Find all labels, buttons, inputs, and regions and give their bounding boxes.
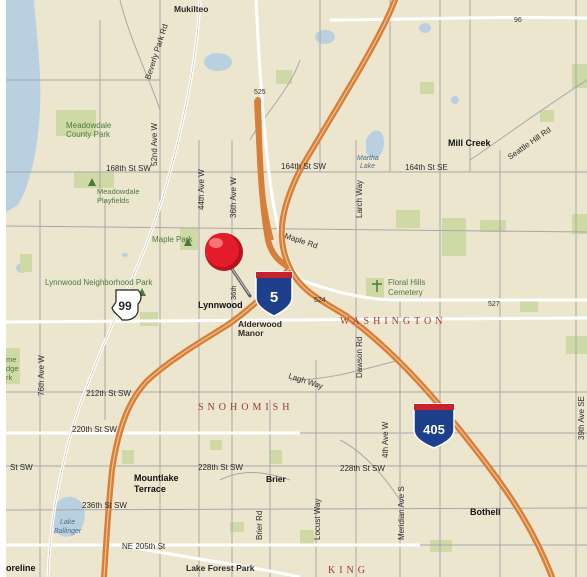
road-label-164th-st-sw: 164th St SW [281,162,326,171]
road-label-168th-st-sw: 168th St SW [106,164,151,173]
road-label-st-sw-left: St SW [10,463,33,472]
road-label-39th-ave-se: 39th Ave SE [577,396,586,440]
highway-525 [254,99,274,241]
land-background [6,0,587,577]
water-label-lake-ballinger-1: Lake [60,519,75,526]
arterial-roads-outline [47,0,201,577]
park-label-meadowdale-playfields-2: Playfields [97,196,129,205]
place-label-mill-creek: Mill Creek [448,138,492,148]
road-label-44th-ave-w: 44th Ave W [197,169,206,210]
interstate-5-number: 5 [270,289,278,306]
route-label-524-a: 524 [314,297,326,304]
region-label-washington: WASHINGTON [340,316,446,327]
lake-north [204,53,232,71]
park-label-meadowdale-county-park-1: Meadowdale [66,121,112,130]
road-label-ne-205th-st: NE 205th St [122,542,166,551]
map-pin-icon[interactable] [205,233,252,298]
road-label-212th-st-sw: 212th St SW [86,389,131,398]
lake-mill [451,96,459,104]
park-label-floral-hills-2: Cemetery [388,288,423,297]
road-label-meridian-ave-s: Meridian Ave S [397,486,406,540]
park-label-meadowdale-county-park-2: County Park [66,130,111,139]
park-areas [6,64,587,552]
park-label-lynnwood-neighborhood-park: Lynnwood Neighborhood Park [45,278,153,287]
place-label-lake-forest-park: Lake Forest Park [186,563,255,573]
region-label-snohomish: SNOHOMISH [198,402,293,413]
park-label-maple-park: Maple Park [152,235,193,244]
interstate-405-shield-icon[interactable]: 405 [413,403,455,449]
route-label-527: 527 [488,301,500,308]
park-label-floral-hills-1: Floral Hills [388,278,425,287]
place-label-lynnwood: Lynnwood [198,300,243,310]
lake-ne [315,30,335,44]
water-label-lake-ballinger-2: Ballinger [54,528,82,535]
road-label-76th-ave-w: 76th Ave W [37,355,46,396]
park-label-meadowdale-playfields-1: Meadowdale [97,187,140,196]
region-label-king: KING [328,565,369,576]
park-label-edge-2: dge [6,364,19,373]
route-label-525: 525 [254,89,266,96]
lake-small [122,253,128,257]
road-label-228th-st-sw: 228th St SW [198,463,243,472]
lake-ballinger-water [52,496,85,537]
road-label-236th-st-sw: 236th St SW [82,501,127,510]
place-label-shoreline: oreline [6,563,36,573]
road-label-220th-st-sw: 220th St SW [72,425,117,434]
cemetery-cross-icon [372,280,382,292]
highway-centerline [103,0,553,577]
lake-north2 [419,23,431,33]
water-label-martha-lake-1: Martha [357,155,379,162]
martha-lake-water [366,130,384,159]
place-label-brier: Brier [266,474,287,484]
road-label-dawson-rd: Dawson Rd [355,337,364,378]
place-label-manor: Manor [238,328,264,338]
road-label-larch-way: Larch Way [355,180,364,218]
road-label-brier-rd: Brier Rd [255,511,264,540]
place-label-bothell: Bothell [470,507,501,517]
state-route-99-number: 99 [118,299,132,313]
road-label-36th-ave-w: 36th Ave W [229,177,238,218]
place-label-alderwood: Alderwood [238,319,282,329]
route-label-524-b: 524 [220,340,232,347]
puget-sound-water [6,0,41,212]
route-label-96: 96 [514,17,522,24]
water-label-martha-lake-2: Lake [360,163,375,170]
road-label-4th-ave-w: 4th Ave W [381,421,390,458]
road-label-52nd-ave-w: 52nd Ave W [150,123,159,166]
road-label-228th-st-sw-east: 228th St SW [340,464,385,473]
place-label-terrace: Terrace [134,484,166,494]
place-label-mukilteo: Mukilteo [174,4,208,14]
road-label-164th-st-se: 164th St SE [405,163,448,172]
state-route-99-shield-icon[interactable]: 99 [111,289,142,321]
road-label-locust-way: Locust Way [313,499,322,541]
place-label-mountlake: Mountlake [134,473,179,483]
interstate-5-shield-icon[interactable]: 5 [255,271,293,317]
park-label-edge-1: me [6,355,16,364]
park-label-edge-3: rk [6,373,12,382]
interstate-405-number: 405 [423,422,445,437]
road-label-36th-short: 36th [229,285,238,300]
